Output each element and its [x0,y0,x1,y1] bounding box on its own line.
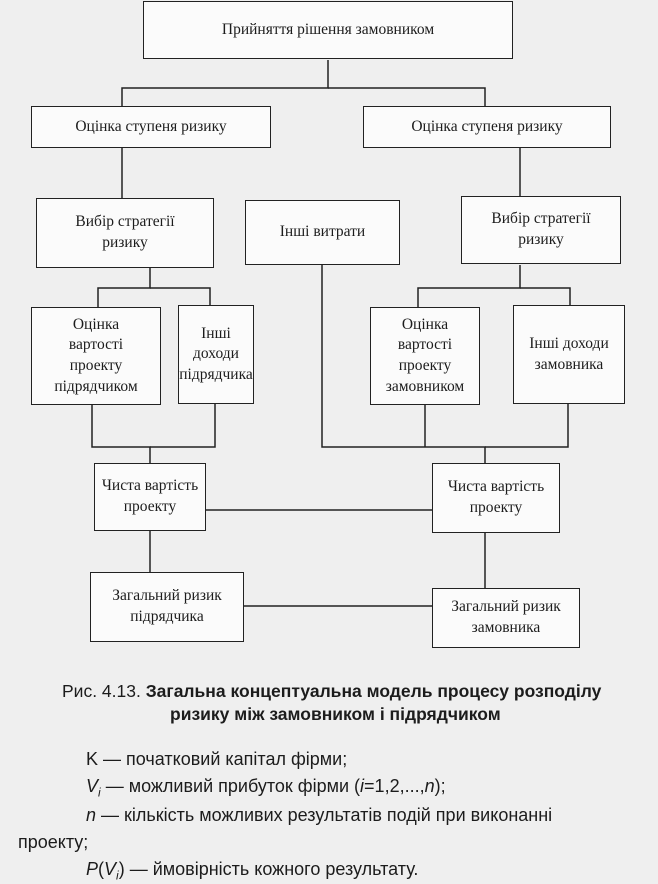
node-income-contractor: Інші доходи підрядчика [178,305,254,404]
node-total-contractor: Загальний ризик підрядчика [90,572,244,642]
node-total-customer: Загальний ризик замовника [432,588,580,648]
node-other-costs-text: Інші витрати [279,223,366,241]
legend-p-text: — ймовірність кожного результату. [124,858,419,879]
node-strategy-left-line1: Вибір стратегії [75,213,175,231]
figure-caption: Рис. 4.13. Загальна концептуальна модель… [62,680,652,727]
connector-other-costs [321,265,486,463]
node-income-customer-line1: Інші доходи [529,334,609,352]
legend-n-symbol: n [86,804,97,825]
legend-k-text: — початковий капітал фірми; [98,749,348,769]
node-top-text: Прийняття рішення замовником [221,20,435,38]
node-net-right: Чиста вартість проекту [432,463,560,533]
caption-line2: ризику між замовником і підрядчиком [170,704,501,725]
legend-v-text: — можливий прибуток фірми ( [100,776,361,796]
node-total-contractor-line2: підрядчика [130,608,204,625]
node-net-right-line1: Чиста вартість [447,478,545,496]
node-cost-customer-line2: вартості [397,336,453,354]
caption-prefix: Рис. 4.13. [62,681,146,701]
node-net-left-line2: проекту [123,498,177,515]
node-risk-assess-right-text: Оцінка ступеня ризику [411,117,563,135]
node-cost-contractor-line1: Оцінка [72,315,120,333]
connector-strategy-left-branch2 [150,287,211,306]
legend-v: Vi — можливий прибуток фірми (i=1,2,...,… [18,773,648,802]
node-strategy-left-line2: ризику [102,234,148,251]
legend-p: P(Vi) — ймовірність кожного результату. [18,856,648,884]
node-cost-customer: Оцінка вартості проекту замовником [370,307,480,405]
legend-n-cont: проекту; [18,831,89,852]
connector-top-left [121,60,329,108]
node-cost-customer-line3: проекту [398,357,452,374]
legend-p-symbol: P [86,858,99,879]
node-other-costs: Інші витрати [245,200,400,265]
node-income-contractor-line3: підрядчика [179,365,253,383]
node-net-left-line1: Чиста вартість [101,477,199,495]
node-strategy-right-line1: Вибір стратегії [491,210,591,228]
risk-distribution-diagram [91,60,571,607]
connector-strategy-left-branch [97,268,151,308]
legend-p-sub: i [116,868,119,883]
connector-lines [91,60,571,607]
node-cost-customer-line1: Оцінка [401,315,449,333]
connector-strategy-right-branch [417,265,521,308]
connector-cost-contractor-net [91,404,151,463]
connector-strategy-right-branch2 [520,287,571,306]
node-total-customer-line1: Загальний ризик [451,598,561,616]
node-total-customer-line2: замовника [471,619,541,636]
node-total-contractor-line1: Загальний ризик [112,587,222,605]
node-cost-contractor: Оцінка вартості проекту підрядчиком [31,307,161,405]
node-cost-customer-line4: замовником [385,377,465,395]
node-cost-contractor-line4: підрядчиком [54,377,138,395]
node-income-contractor-line1: Інші [201,324,231,342]
legend-v-range: i [360,776,365,796]
legend-k-symbol: K [86,749,99,769]
legend-n: n — кількість можливих результатів подій… [18,802,648,829]
legend-v-symbol: V [86,776,99,796]
node-risk-assess-left-text: Оцінка ступеня ризику [75,117,227,135]
legend-v-sub: i [98,785,101,800]
caption-line1: Загальна концептуальна модель процесу ро… [145,681,602,701]
node-income-customer: Інші доходи замовника [513,305,625,404]
legend: K — початковий капітал фірми; Vi — можли… [18,746,648,884]
legend-k: K — початковий капітал фірми; [18,746,648,773]
legend-n-text: — кількість можливих результатів подій п… [96,804,553,825]
node-top: Прийняття рішення замовником [143,1,513,59]
node-strategy-left: Вибір стратегії ризику [36,198,214,268]
node-risk-assess-right: Оцінка ступеня ризику [363,106,611,148]
connector-income-customer-net [485,404,569,448]
node-strategy-right-line2: ризику [518,231,564,248]
legend-p-open: ( [98,858,105,879]
node-risk-assess-left: Оцінка ступеня ризику [31,106,271,148]
connector-top-right [328,87,486,108]
legend-v-range-rest: =1,2,..., [364,776,425,796]
legend-v-close: ); [434,776,446,796]
node-net-left: Чиста вартість проекту [94,463,206,531]
node-income-customer-line2: замовника [534,355,604,373]
node-net-right-line2: проекту [469,499,523,516]
connector-income-contractor-net [150,404,216,448]
node-income-contractor-line2: доходи [193,345,239,363]
legend-v-n: n [424,776,435,796]
node-cost-contractor-line3: проекту [69,357,123,374]
node-cost-contractor-line2: вартості [68,336,124,354]
legend-p-close: ) [118,858,125,879]
node-strategy-right: Вибір стратегії ризику [461,196,621,264]
legend-p-v: V [104,858,117,879]
